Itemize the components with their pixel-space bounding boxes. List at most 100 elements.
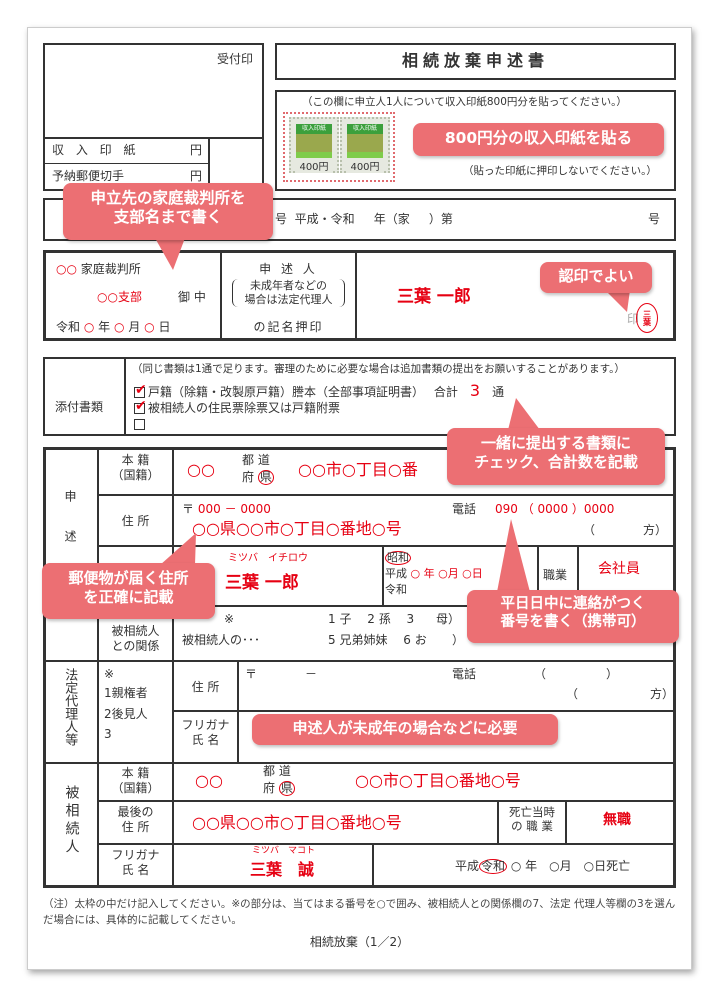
form-title-box: [275, 43, 676, 80]
decedent-pref: ○○: [195, 771, 223, 790]
applicant-birth: 昭和平成 ○ 年 ○月 ○日令和: [385, 550, 483, 598]
decedent-death-date: 平成令和 ○ 年 ○月 ○日死亡: [455, 859, 631, 875]
checkmark-icon: ✔: [135, 398, 147, 414]
callout-docs: 一緒に提出する書類に チェック、合計数を記載: [447, 428, 665, 485]
death-date: ○ 年 ○月 ○日死亡: [510, 859, 631, 873]
applicant-name: 三葉 一郎: [225, 573, 299, 593]
callout-stamp: 800円分の収入印紙を貼る: [413, 123, 664, 156]
attachment-label: 被相続人の住民票除票又は戸籍附票: [148, 401, 341, 415]
attachment-item[interactable]: [134, 417, 148, 432]
personal-seal: 三葉: [636, 303, 658, 333]
main-table: [43, 447, 676, 888]
representative-section-label: 法定代理人等: [62, 668, 78, 746]
revenue-stamp-label: 収 入 印 紙: [52, 143, 140, 157]
relation-text: 被相続人の･･･: [182, 633, 261, 647]
signer-label-bottom: の記名押印: [253, 320, 324, 334]
stamp-header: 収入印紙: [347, 124, 383, 134]
court-name: ○○ 家庭裁判所: [56, 262, 141, 277]
representative-address-label: 住 所: [191, 680, 220, 694]
representative-mark: ※: [104, 667, 115, 681]
era-option: 令和: [385, 582, 407, 596]
applicant-job: 会社員: [598, 561, 640, 577]
attachment-item[interactable]: ✔戸籍（除籍・改製原戸籍）謄本（全部事項証明書） 合計 3 通: [134, 381, 504, 401]
representative-option: 2後見人: [104, 707, 148, 721]
applicant-postal: 〒 000 － 0000: [182, 502, 271, 517]
representative-name-label: フリガナ 氏 名: [181, 718, 230, 747]
attachments-note: （同じ書類は1通で足ります。審理のために必要な場合は追加書類の提出をお願いするこ…: [132, 363, 625, 375]
relation-mark: ※: [224, 612, 235, 626]
pref-kind: 都 道: [242, 453, 270, 467]
pref-fu: 府: [242, 470, 255, 484]
decedent-address: ○○県○○市○丁目○番地○号: [192, 813, 402, 832]
date-era: 令和: [56, 320, 81, 334]
case-number-row: 号 平成・令和 年（家 ）第: [275, 212, 453, 227]
stamp-placement-area: [283, 112, 395, 182]
postal-mark: 〒 －: [245, 667, 318, 681]
signer-note-2: 場合は法定代理人: [244, 292, 333, 306]
callout-court: 申立先の家庭裁判所を 支部名まで書く: [63, 183, 273, 240]
divider: [124, 357, 126, 436]
pref-circled: 県: [257, 470, 274, 486]
care-of: （ 方）: [583, 523, 668, 537]
case-prefix: 号: [275, 212, 288, 226]
case-close: ）第: [428, 212, 453, 226]
page-footer: 相続放棄（1／2）: [309, 935, 410, 949]
court-label: 家庭裁判所: [80, 262, 141, 276]
stamp-value: 400円: [296, 158, 332, 173]
flower-icon: [296, 134, 332, 152]
decedent-job-label: 死亡当時 の 職 業: [509, 805, 555, 834]
divider: [43, 137, 264, 139]
postal-mark: 〒: [182, 502, 195, 516]
yen-label: 円: [190, 143, 203, 157]
representative-option: 1親権者: [104, 686, 148, 700]
phone-label: 電話: [452, 667, 477, 681]
checkbox[interactable]: ✔: [134, 398, 147, 414]
applicant-kana: ミツバ イチロウ: [228, 553, 308, 564]
decedent-kana: ミツバ マコト: [252, 846, 316, 856]
decedent-job: 無職: [603, 812, 631, 828]
court-signer-box: [43, 250, 676, 341]
signer-bracket-note: 未成年者などの場合は法定代理人: [232, 279, 345, 307]
stamp-note: （この欄に申立人1人について収入印紙800円分を貼ってください。）: [302, 96, 627, 108]
attachment-item[interactable]: ✔被相続人の住民票除票又は戸籍附票: [134, 398, 341, 416]
phone-label: 電話: [452, 502, 477, 516]
era-circled: 昭和: [385, 551, 411, 566]
court-branch: ○○支部: [97, 290, 142, 304]
total-count: 3: [469, 381, 481, 400]
revenue-stamp-area: [275, 90, 676, 191]
case-suffix: 号: [648, 212, 661, 226]
applicant-honseki-label: 本 籍 （国籍）: [111, 453, 160, 482]
divider: [43, 163, 209, 164]
relation-options-1: 1 子 2 孫 3: [328, 612, 415, 626]
relation-options-2-end: ）: [452, 633, 465, 647]
relation-label: 被相続人 との関係: [111, 624, 160, 653]
stamp-note-2: （貼った印紙に押印しないでください。）: [463, 165, 657, 177]
signer-label: 申 述 人: [259, 262, 318, 276]
relation-options-2: 5 兄弟姉妹 6 お: [328, 633, 427, 647]
divider: [355, 250, 357, 341]
checkmark-icon: ✔: [135, 382, 147, 398]
checkbox[interactable]: [134, 419, 145, 430]
case-year: 年（家: [373, 212, 410, 226]
case-era: 平成・令和: [294, 212, 355, 226]
checkbox[interactable]: ✔: [134, 382, 147, 398]
decedent-section-label: 被相続人: [63, 785, 80, 857]
decedent-address-label: 最後の 住 所: [117, 805, 154, 834]
total-label: 合計: [433, 385, 458, 399]
yen-label: 円: [190, 169, 203, 183]
court-addressee: 御 中: [178, 290, 206, 304]
postal-code: 000 － 0000: [197, 502, 271, 516]
relation-options-1-end: 母）: [436, 612, 461, 626]
receipt-stamp-label: 受付印: [217, 52, 254, 66]
era-circled: 令和: [479, 859, 508, 875]
pref-kind: 府 県: [263, 781, 295, 797]
divider: [220, 250, 222, 341]
date-month: ○: [114, 320, 125, 334]
decedent-name-label: フリガナ 氏 名: [111, 848, 160, 877]
care-of: （ 方）: [566, 687, 675, 701]
callout-phone: 平日日中に連絡がつく 番号を書く（携帯可）: [467, 590, 679, 643]
date-day-label: 日: [158, 320, 171, 334]
applicant-address-label: 住 所: [121, 514, 150, 528]
representative-phone: （ ）: [534, 667, 619, 681]
